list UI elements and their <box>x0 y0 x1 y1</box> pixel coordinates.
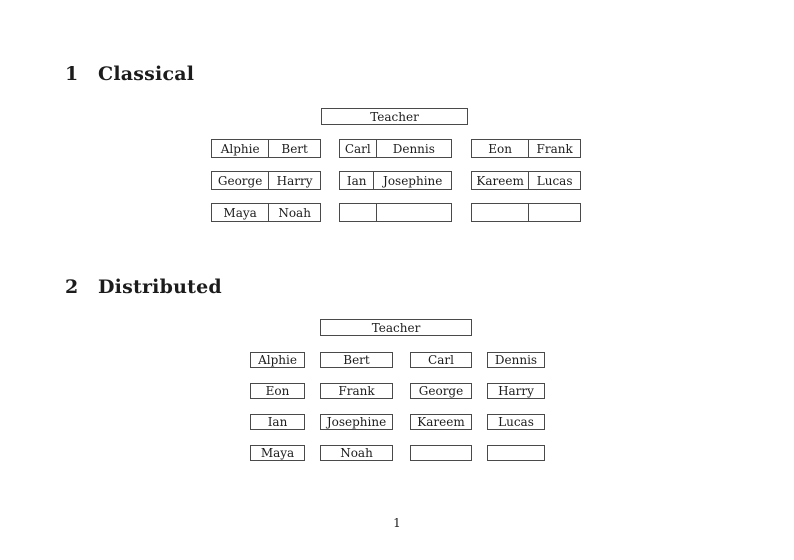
student-name: Ian <box>340 172 375 189</box>
section-title: Distributed <box>98 276 222 298</box>
desk-single: Maya <box>250 445 305 461</box>
section-number: 1 <box>65 63 79 85</box>
desk-single: Carl <box>410 352 472 368</box>
student-name: Kareem <box>417 415 465 429</box>
student-name: Josephine <box>383 173 443 188</box>
desk: Carl Dennis <box>339 139 452 158</box>
student-name: Harry <box>498 384 534 398</box>
student-name: Carl <box>340 140 377 157</box>
student-name: Maya <box>260 446 295 460</box>
empty-seat <box>340 204 377 221</box>
desk-single: Harry <box>487 383 545 399</box>
student-name: Kareem <box>472 172 530 189</box>
student-name: Noah <box>278 205 311 220</box>
student-name: Josephine <box>326 415 387 429</box>
desk-single: Josephine <box>320 414 393 430</box>
section-title: Classical <box>98 63 195 85</box>
student-name: Alphie <box>258 353 297 367</box>
empty-seat <box>377 204 451 221</box>
student-name: Eon <box>265 384 290 398</box>
desk-single-empty <box>410 445 472 461</box>
desk-single: Kareem <box>410 414 472 430</box>
student-name: Maya <box>212 204 270 221</box>
page-number: 1 <box>393 516 401 530</box>
section-number: 2 <box>65 276 79 298</box>
student-name: Dennis <box>494 353 538 367</box>
desk: Alphie Bert <box>211 139 321 158</box>
section-heading-distributed: 2 Distributed <box>65 276 222 299</box>
student-name: Carl <box>428 353 454 367</box>
student-name: Frank <box>536 141 573 156</box>
student-name: Ian <box>267 415 288 429</box>
desk-single: George <box>410 383 472 399</box>
student-name: Bert <box>281 141 308 156</box>
desk-empty <box>339 203 452 222</box>
desk-single: Alphie <box>250 352 305 368</box>
desk: George Harry <box>211 171 321 190</box>
desk-single: Dennis <box>487 352 545 368</box>
student-name: Harry <box>276 173 313 188</box>
teacher-label: Teacher <box>371 320 421 335</box>
desk: Eon Frank <box>471 139 581 158</box>
empty-seat <box>529 204 580 221</box>
desk: Maya Noah <box>211 203 321 222</box>
student-name: George <box>418 384 464 398</box>
student-name: Lucas <box>498 415 534 429</box>
desk: Ian Josephine <box>339 171 452 190</box>
student-name: Lucas <box>536 173 573 188</box>
student-name: Alphie <box>212 140 270 157</box>
desk-single: Ian <box>250 414 305 430</box>
empty-seat <box>472 204 530 221</box>
student-name: Dennis <box>392 141 435 156</box>
student-name: George <box>212 172 270 189</box>
desk-empty <box>471 203 581 222</box>
desk-single: Frank <box>320 383 393 399</box>
desk-single-empty <box>487 445 545 461</box>
desk-single: Noah <box>320 445 393 461</box>
desk-single: Lucas <box>487 414 545 430</box>
desk-single: Eon <box>250 383 305 399</box>
student-name: Frank <box>338 384 375 398</box>
teacher-box: Teacher <box>321 108 468 125</box>
teacher-label: Teacher <box>370 109 419 124</box>
desk: Kareem Lucas <box>471 171 581 190</box>
teacher-box: Teacher <box>320 319 472 336</box>
student-name: Eon <box>472 140 530 157</box>
section-heading-classical: 1 Classical <box>65 63 194 86</box>
student-name: Noah <box>340 446 373 460</box>
student-name: Bert <box>343 353 370 367</box>
desk-single: Bert <box>320 352 393 368</box>
